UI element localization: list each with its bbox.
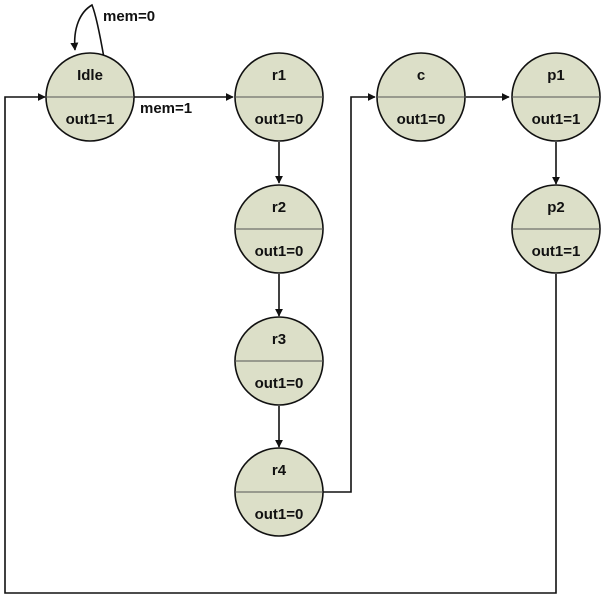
state-c-name: c <box>417 67 425 84</box>
state-p1: p1 out1=1 <box>511 52 601 142</box>
transition-idle-self-loop <box>70 3 105 59</box>
state-r1: r1 out1=0 <box>234 52 324 142</box>
state-r3: r3 out1=0 <box>234 316 324 406</box>
label-mem-0: mem=0 <box>103 8 155 25</box>
label-mem-1: mem=1 <box>140 100 192 117</box>
state-r1-output: out1=0 <box>255 111 304 128</box>
transition-r4-to-c <box>323 93 376 493</box>
state-idle-name: Idle <box>77 67 103 84</box>
state-c: c out1=0 <box>376 52 466 142</box>
state-p1-name: p1 <box>547 67 565 84</box>
state-r2: r2 out1=0 <box>234 184 324 274</box>
state-r2-name: r2 <box>272 199 286 216</box>
state-r4-output: out1=0 <box>255 506 304 523</box>
state-p1-output: out1=1 <box>532 111 581 128</box>
state-r4-name: r4 <box>272 462 287 479</box>
transitions <box>4 3 560 594</box>
transition-labels: mem=0 mem=1 <box>103 8 192 117</box>
state-idle: Idle out1=1 <box>45 52 135 142</box>
state-p2-output: out1=1 <box>532 243 581 260</box>
state-p2-name: p2 <box>547 199 565 216</box>
state-r1-name: r1 <box>272 67 286 84</box>
state-p2: p2 out1=1 <box>511 184 601 274</box>
state-idle-output: out1=1 <box>66 111 115 128</box>
state-c-output: out1=0 <box>397 111 446 128</box>
state-r2-output: out1=0 <box>255 243 304 260</box>
state-r4: r4 out1=0 <box>234 447 324 537</box>
state-r3-name: r3 <box>272 331 286 348</box>
state-r3-output: out1=0 <box>255 375 304 392</box>
transition-p2-to-idle <box>4 93 557 594</box>
